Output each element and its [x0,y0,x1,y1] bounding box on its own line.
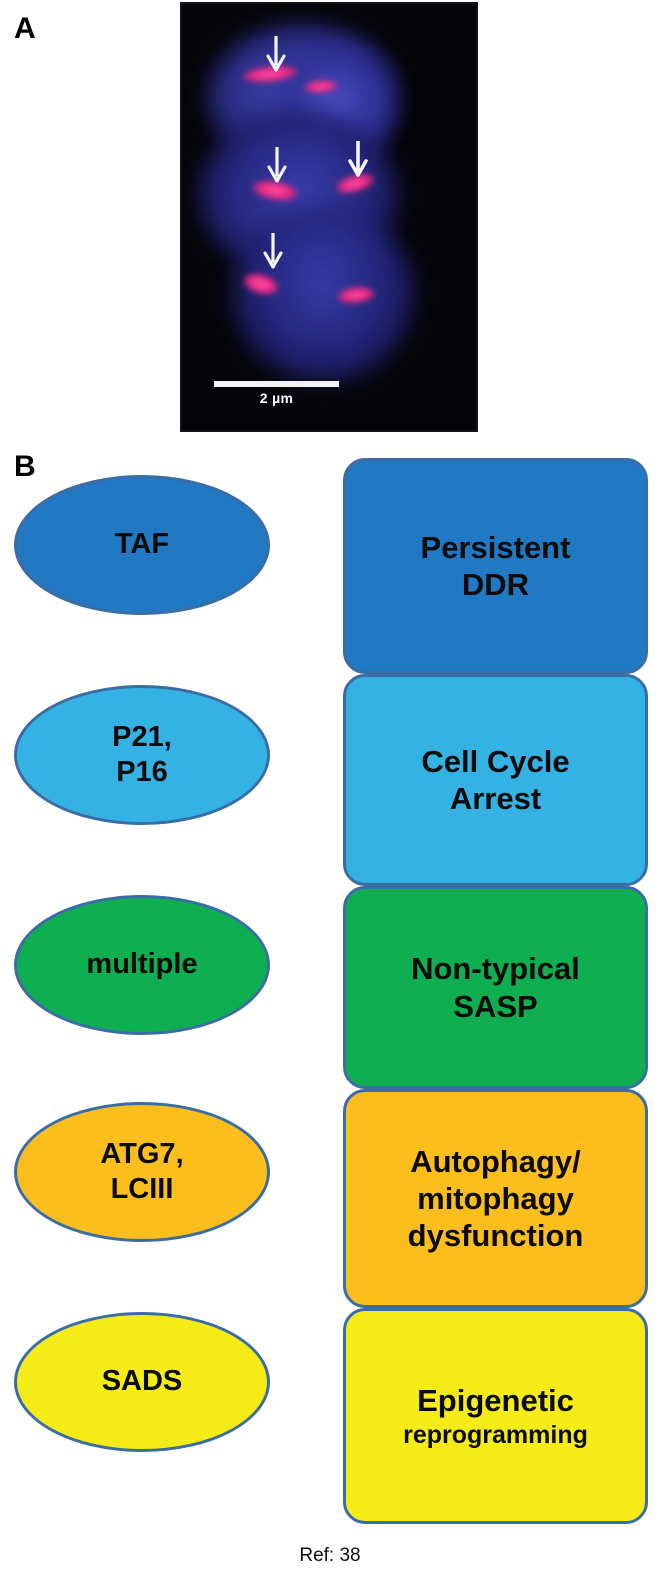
marker-ellipse-multiple[interactable]: multiple [14,895,270,1035]
outcome-second-line: SASP [453,988,538,1024]
outcome-box-persistent-ddr[interactable]: Persistent DDR [343,458,648,674]
outcome-main-line: Epigenetic [417,1383,574,1419]
outcome-box-non-typical-sasp[interactable]: Non-typical SASP [343,886,648,1089]
outcome-box-autophagy-mitophagy-dysfunction[interactable]: Autophagy/ mitophagy dysfunction [343,1089,648,1308]
outcome-main-line: Persistent [420,529,571,565]
outcome-second-line: Arrest [449,781,542,816]
flow-diagram-panel-b: TAF Persistent DDR P21, P16 Cell Cycle A… [0,440,660,1585]
outcome-second-line: DDR [461,567,530,602]
reference-note: Ref: 38 [299,1545,361,1566]
scalebar-line [214,381,339,387]
outcome-box-cell-cycle-arrest[interactable]: Cell Cycle Arrest [343,674,648,886]
marker-ellipse-p21-p16[interactable]: P21, P16 [14,685,270,825]
outcome-main-line: Cell Cycle [421,743,570,779]
micrograph-frame [180,2,478,432]
marker-ellipse-atg7-lciii[interactable]: ATG7, LCIII [14,1102,270,1242]
panel-label-b: B [14,450,36,483]
arrow-down-icon-3 [348,141,368,179]
outcome-box-epigenetic-reprogramming[interactable]: Epigenetic reprogramming [343,1308,648,1524]
marker-ellipse-sads[interactable]: SADS [14,1312,270,1452]
outcome-second-line: reprogramming [403,1420,588,1449]
panel-label-a: A [14,12,36,45]
arrow-down-icon-4 [263,233,283,271]
outcome-main-line: Non-typical [411,951,580,987]
marker-ellipse-taf[interactable]: TAF [14,475,270,615]
scalebar-label: 2 µm [259,390,294,406]
outcome-main-line: Autophagy/ mitophagy dysfunction [407,1143,584,1254]
arrow-down-icon-1 [266,36,286,74]
arrow-down-icon-2 [267,147,287,185]
micrograph-panel-a: 2 µm [180,2,478,432]
scalebar: 2 µm [214,381,339,406]
